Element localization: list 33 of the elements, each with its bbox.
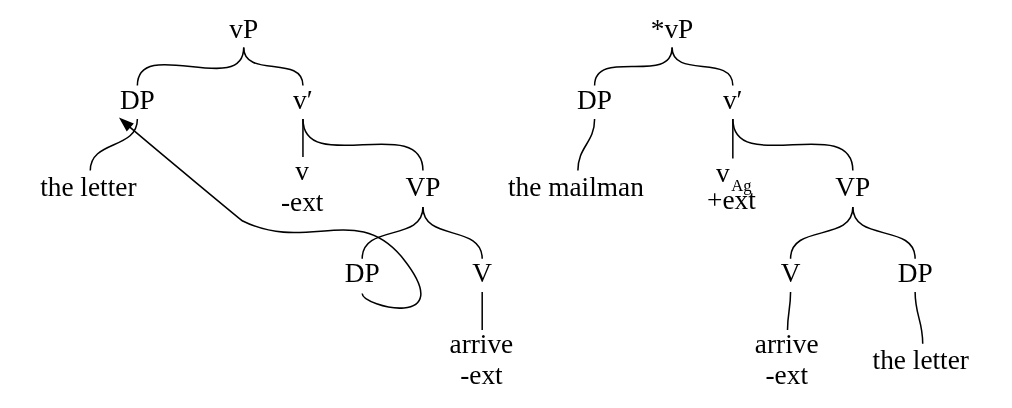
connector [786,291,791,331]
connector [670,46,734,87]
node-text: the mailman [507,171,644,202]
node-text: vP [228,13,258,44]
node-text: DP [897,258,933,289]
connector [242,46,304,87]
connector [480,291,483,331]
node-text: V [471,258,492,289]
node-text: DP [576,84,612,115]
connector [421,206,483,260]
node-text: the letter [39,171,137,202]
node-text: v$_{Ag}$ +ext [706,157,756,216]
node-text: the letter [872,344,969,375]
node-text: v′ [722,84,743,115]
connector [576,118,595,172]
connector [89,118,138,172]
node-text: v -ext [280,156,323,217]
connector [851,206,916,260]
node-text: DP [344,258,380,289]
connector [913,291,923,345]
node-text: arrive -ext [754,329,819,390]
node-text: V [780,258,800,289]
connector [731,118,854,172]
node-text: v′ [292,84,313,115]
arrow [118,117,421,309]
node-text: DP [119,84,155,115]
connector [593,46,673,87]
connector [301,118,424,172]
node-text: *vP [650,13,693,44]
connector [360,206,424,260]
node-text: VP [404,171,440,202]
node-text: VP [834,171,870,202]
node-text: arrive -ext [449,329,513,390]
